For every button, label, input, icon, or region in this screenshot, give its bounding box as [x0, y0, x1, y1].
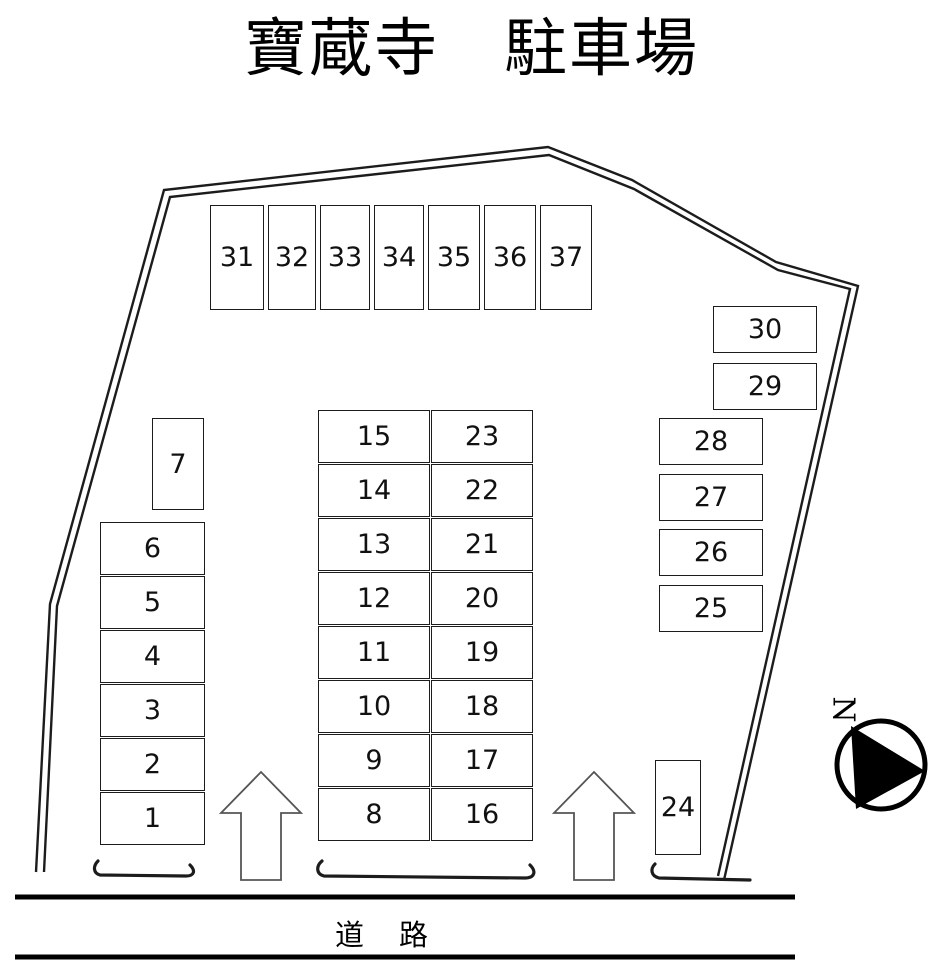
stall-label: 20: [464, 583, 500, 614]
stall-label: 12: [356, 583, 392, 614]
stall-24[interactable]: 24: [655, 760, 701, 855]
stall-28[interactable]: 28: [659, 418, 763, 465]
stall-7[interactable]: 7: [152, 418, 204, 510]
stall-label: 14: [356, 475, 392, 506]
stall-label: 17: [464, 745, 500, 776]
stall-label: 2: [143, 749, 162, 780]
stall-27[interactable]: 27: [659, 474, 763, 521]
stall-label: 18: [464, 691, 500, 722]
stall-label: 31: [219, 242, 255, 273]
stall-18[interactable]: 18: [431, 680, 533, 733]
stall-label: 21: [464, 529, 500, 560]
stall-label: 23: [464, 421, 500, 452]
stall-10[interactable]: 10: [318, 680, 430, 733]
stall-label: 28: [693, 426, 729, 457]
stall-label: 16: [464, 799, 500, 830]
stall-17[interactable]: 17: [431, 734, 533, 787]
stall-11[interactable]: 11: [318, 626, 430, 679]
stall-label: 32: [274, 242, 310, 273]
stall-label: 19: [464, 637, 500, 668]
stall-30[interactable]: 30: [713, 306, 817, 353]
stall-label: 29: [747, 371, 783, 402]
stall-label: 26: [693, 537, 729, 568]
stall-33[interactable]: 33: [320, 205, 370, 310]
stall-label: 15: [356, 421, 392, 452]
stall-14[interactable]: 14: [318, 464, 430, 517]
span-bracket-center: [316, 859, 536, 880]
stall-12[interactable]: 12: [318, 572, 430, 625]
stall-25[interactable]: 25: [659, 585, 763, 632]
stall-label: 7: [169, 448, 187, 480]
stall-2[interactable]: 2: [100, 738, 205, 791]
road-label: 道 路: [335, 918, 432, 952]
stall-34[interactable]: 34: [374, 205, 424, 310]
stall-19[interactable]: 19: [431, 626, 533, 679]
span-bracket-left: [92, 859, 196, 878]
compass-north-label: N: [825, 696, 861, 723]
stall-label: 25: [693, 593, 729, 624]
stall-label: 11: [356, 637, 392, 668]
entrance-arrow-right: [551, 770, 637, 881]
page-title: 寶蔵寺 駐車場: [244, 12, 699, 85]
stall-13[interactable]: 13: [318, 518, 430, 571]
stall-21[interactable]: 21: [431, 518, 533, 571]
stall-label: 5: [143, 587, 162, 618]
stall-3[interactable]: 3: [100, 684, 205, 737]
property-boundary: [34, 145, 860, 881]
stall-6[interactable]: 6: [100, 522, 205, 575]
stall-label: 37: [548, 242, 584, 273]
stall-1[interactable]: 1: [100, 792, 205, 845]
stall-8[interactable]: 8: [318, 788, 430, 841]
stall-20[interactable]: 20: [431, 572, 533, 625]
stall-label: 3: [143, 695, 162, 726]
stall-32[interactable]: 32: [268, 205, 316, 310]
stall-36[interactable]: 36: [484, 205, 536, 310]
stall-label: 30: [747, 314, 783, 345]
stall-9[interactable]: 9: [318, 734, 430, 787]
stall-label: 34: [381, 242, 417, 273]
span-bracket-right: [650, 862, 752, 882]
stall-23[interactable]: 23: [431, 410, 533, 463]
stall-16[interactable]: 16: [431, 788, 533, 841]
stall-15[interactable]: 15: [318, 410, 430, 463]
stall-label: 6: [143, 533, 162, 564]
stall-label: 36: [492, 242, 528, 273]
road-lines: [15, 894, 795, 960]
stall-26[interactable]: 26: [659, 529, 763, 576]
stall-label: 9: [365, 745, 383, 776]
stall-4[interactable]: 4: [100, 630, 205, 683]
stall-label: 8: [365, 799, 383, 830]
stall-label: 10: [356, 691, 392, 722]
stall-37[interactable]: 37: [540, 205, 592, 310]
stall-label: 27: [693, 482, 729, 513]
stall-label: 13: [356, 529, 392, 560]
entrance-arrow-left: [218, 770, 304, 881]
stall-35[interactable]: 35: [428, 205, 480, 310]
stall-label: 4: [143, 641, 162, 672]
stall-label: 22: [464, 475, 500, 506]
stall-label: 35: [436, 242, 472, 273]
stall-31[interactable]: 31: [210, 205, 264, 310]
stall-label: 1: [143, 803, 162, 834]
stall-22[interactable]: 22: [431, 464, 533, 517]
stall-29[interactable]: 29: [713, 363, 817, 410]
stall-label: 33: [327, 242, 363, 273]
compass-rose-icon: [834, 718, 928, 812]
stall-5[interactable]: 5: [100, 576, 205, 629]
stall-label: 24: [660, 792, 696, 823]
